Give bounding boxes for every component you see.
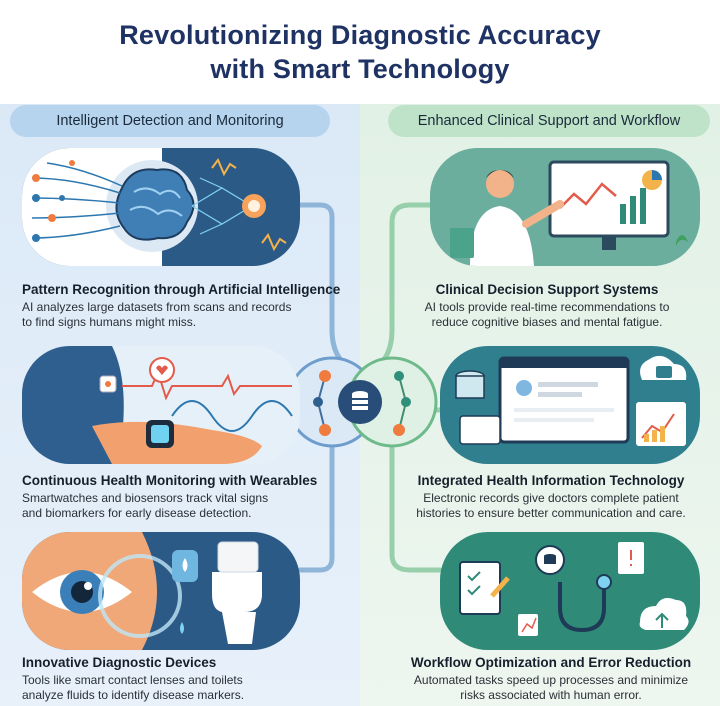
card-desc-clinical-decision: AI tools provide real-time recommendatio… <box>392 300 702 330</box>
smartwatch-icon <box>22 346 300 464</box>
title-line-1: Revolutionizing Diagnostic Accuracy <box>119 20 601 50</box>
desc-line: histories to ensure better communication… <box>416 506 686 520</box>
card-desc-health-it: Electronic records give doctors complete… <box>392 491 710 521</box>
desc-line: Electronic records give doctors complete… <box>423 491 679 505</box>
card-desc-pattern-recognition: AI analyzes large datasets from scans an… <box>22 300 291 330</box>
desc-line: AI tools provide real-time recommendatio… <box>424 300 670 314</box>
desc-line: Automated tasks speed up processes and m… <box>413 673 689 687</box>
doctor-dashboard-icon <box>430 148 700 266</box>
section-header-left: Intelligent Detection and Monitoring <box>10 105 330 137</box>
card-title-clinical-decision: Clinical Decision Support Systems <box>435 282 659 297</box>
card-title-wearables: Continuous Health Monitoring with Wearab… <box>22 473 318 488</box>
desc-line: analyze fluids to identify disease marke… <box>22 688 245 702</box>
desc-line: and biomarkers for early disease detecti… <box>22 506 252 520</box>
card-title-health-it: Integrated Health Information Technology <box>417 473 685 488</box>
health-records-icon <box>440 346 700 464</box>
desc-line: Smartwatches and biosensors track vital … <box>22 491 269 505</box>
desc-line: risks associated with human error. <box>460 688 642 702</box>
brain-network-icon <box>22 148 300 266</box>
card-title-pattern-recognition: Pattern Recognition through Artificial I… <box>22 282 341 297</box>
desc-line: to find signs humans might miss. <box>22 315 197 329</box>
eye-lens-icon <box>22 532 300 650</box>
card-desc-wearables: Smartwatches and biosensors track vital … <box>22 491 268 521</box>
section-header-right: Enhanced Clinical Support and Workflow <box>388 105 710 137</box>
desc-line: Tools like smart contact lenses and toil… <box>22 673 243 687</box>
page-title: Revolutionizing Diagnostic Accuracy with… <box>0 18 720 86</box>
card-title-diagnostic-devices: Innovative Diagnostic Devices <box>22 655 217 670</box>
card-title-workflow: Workflow Optimization and Error Reductio… <box>410 655 692 670</box>
card-desc-workflow: Automated tasks speed up processes and m… <box>392 673 710 703</box>
card-desc-diagnostic-devices: Tools like smart contact lenses and toil… <box>22 673 244 703</box>
title-line-2: with Smart Technology <box>210 54 510 84</box>
desc-line: AI analyzes large datasets from scans an… <box>22 300 292 314</box>
desc-line: reduce cognitive biases and mental fatig… <box>431 315 663 329</box>
stethoscope-workflow-icon <box>440 532 700 650</box>
